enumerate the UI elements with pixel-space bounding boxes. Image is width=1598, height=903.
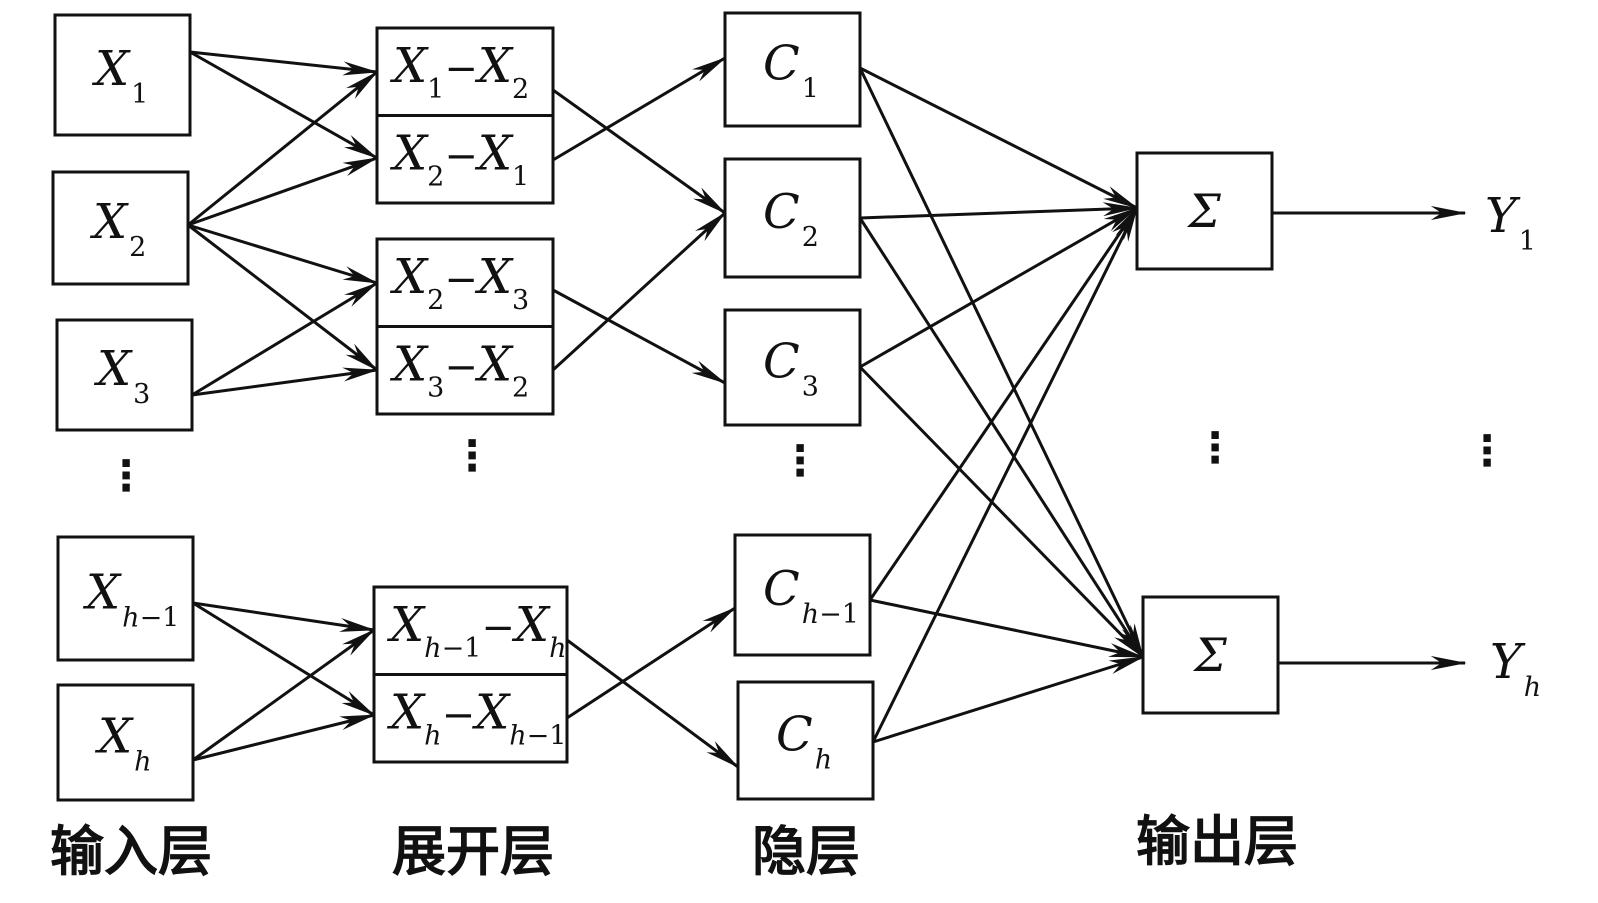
edge-input-expand — [187, 223, 379, 372]
edge-hidden-output — [858, 67, 1145, 659]
hidden-node-label: Ch−1 — [763, 561, 859, 630]
connections — [187, 50, 1467, 769]
ellipsis: ⋮ — [1194, 423, 1236, 472]
hidden-node — [723, 308, 862, 427]
input-node-label: Xh−1 — [82, 565, 179, 634]
hidden-node-label: C2 — [763, 184, 819, 253]
edge-input-expand — [189, 50, 379, 76]
edge-input-expand — [187, 156, 379, 227]
edge-hidden-output — [859, 202, 1139, 220]
input-node-label: X3 — [93, 341, 150, 410]
hidden-node — [736, 680, 875, 801]
hidden-layer-label: 隐层 — [752, 820, 860, 883]
expand-node-label: X1−X2 — [389, 38, 529, 105]
input-layer-label: 输入层 — [50, 820, 212, 883]
edge-hidden-output — [859, 206, 1139, 369]
expand-node-label: X2−X3 — [389, 249, 529, 316]
input-node — [55, 318, 194, 432]
sum-symbol: Σ — [1192, 628, 1227, 682]
edge-expand-hidden — [551, 211, 727, 372]
ellipsis: ⋮ — [105, 451, 147, 500]
edge-hidden-output — [871, 206, 1139, 743]
expand-node-label: X3−X2 — [389, 336, 529, 403]
output-layer-label: 输出层 — [1136, 810, 1298, 873]
hidden-node — [733, 533, 872, 657]
input-node — [56, 683, 195, 802]
input-node-label: X1 — [91, 41, 148, 110]
edge-input-expand — [191, 367, 379, 397]
hidden-node — [723, 157, 862, 279]
input-node — [53, 13, 192, 137]
edge-input-expand — [192, 628, 376, 762]
ellipsis: ⋮ — [779, 436, 821, 485]
edge-expand-hidden — [552, 56, 727, 162]
input-node — [51, 170, 190, 286]
input-node — [56, 535, 195, 662]
ellipsis: ⋮ — [1466, 426, 1508, 475]
edge-expand-hidden — [566, 638, 740, 769]
expand-node-label: Xh−Xh−1 — [386, 684, 566, 751]
edge-input-expand — [189, 50, 379, 160]
hidden-node-label: C3 — [763, 334, 819, 403]
expand-node-label: X2−X1 — [389, 125, 529, 192]
edge-input-expand — [191, 281, 379, 397]
edge-input-expand — [192, 601, 376, 632]
edge-expand-hidden — [552, 88, 727, 215]
edge-hidden-output — [858, 217, 1145, 659]
layer-labels: 输入层 展开层 隐层 输出层 — [50, 810, 1298, 883]
edge-hidden-output — [858, 365, 1145, 659]
edge-input-expand — [187, 70, 379, 227]
edge-expand-hidden — [552, 288, 727, 385]
expand-node-label: Xh−1−Xh — [386, 597, 566, 664]
input-node-label: X2 — [89, 194, 146, 263]
output-node — [1135, 151, 1274, 271]
ellipsis: ⋮ — [451, 431, 493, 480]
output-label: Y1 — [1485, 188, 1536, 257]
hidden-node-label: Ch — [776, 707, 832, 776]
edge-input-expand — [192, 601, 376, 717]
sum-symbol: Σ — [1186, 184, 1221, 238]
edge-hidden-output — [868, 206, 1139, 601]
edge-hidden-output — [869, 598, 1145, 659]
output-label: Yh — [1490, 634, 1541, 703]
edge-expand-hidden — [566, 606, 737, 720]
edge-hidden-output — [859, 66, 1139, 210]
edge-input-expand — [187, 223, 379, 285]
output-node — [1141, 595, 1280, 715]
edge-input-expand — [192, 713, 376, 762]
expand-layer-label: 展开层 — [392, 820, 554, 883]
hidden-node — [723, 11, 862, 128]
edge-hidden-output — [872, 655, 1145, 744]
hidden-node-label: C1 — [763, 36, 819, 105]
input-node-label: Xh — [94, 709, 152, 778]
